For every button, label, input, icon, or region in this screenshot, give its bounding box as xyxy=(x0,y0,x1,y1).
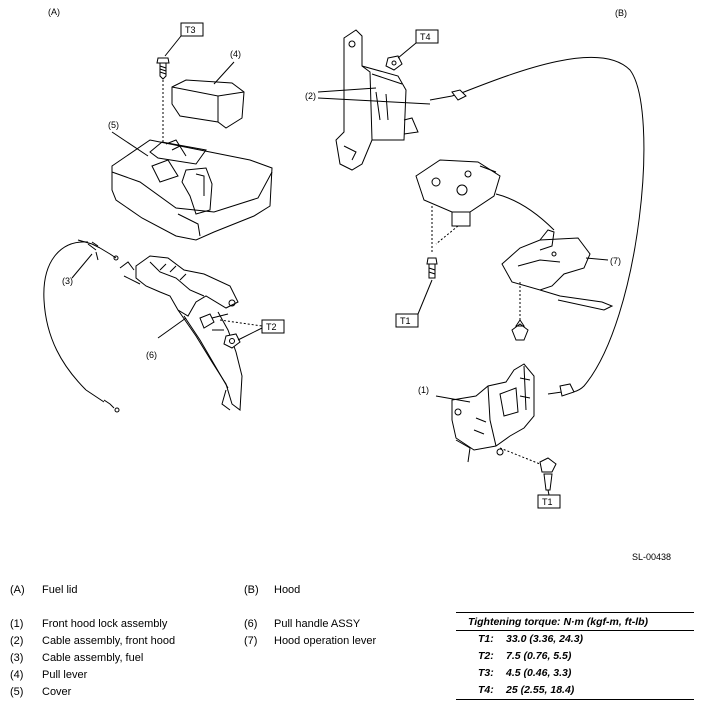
legend-item: (A) Fuel lid xyxy=(10,584,78,596)
svg-text:T1: T1 xyxy=(542,497,553,507)
exploded-parts-diagram: (A) (B) (4) (5) (3) (6) (2) (7) (1) T3 T… xyxy=(43,7,645,509)
svg-text:T1: T1 xyxy=(400,316,411,326)
screw-t3 xyxy=(156,57,170,170)
legend-right: (B) Hood (6) Pull handle ASSY (7) Hood o… xyxy=(244,582,376,650)
figure-code: SL-00438 xyxy=(632,552,672,562)
legend-item: (3) Cable assembly, fuel xyxy=(10,652,144,664)
front-hood-lock-assy xyxy=(435,363,557,501)
callout-7: (7) xyxy=(610,256,621,266)
legend-item: (5) Cover xyxy=(10,686,72,698)
torque-row: T2: 7.5 (0.76, 5.5) xyxy=(478,650,572,662)
view-b-label: (B) xyxy=(615,8,627,18)
nut-t4 xyxy=(385,55,403,71)
view-a-label: (A) xyxy=(48,7,60,17)
legend-left: (A) Fuel lid (1) Front hood lock assembl… xyxy=(10,582,175,701)
tag-t4: T4 xyxy=(397,29,439,59)
torque-table-header: Tightening torque: N·m (kgf-m, ft-lb) xyxy=(456,613,694,631)
torque-table: Tightening torque: N·m (kgf-m, ft-lb) T1… xyxy=(456,612,694,700)
legend-item: (B) Hood xyxy=(244,584,301,596)
callout-4: (4) xyxy=(230,49,241,59)
bolt-t2 xyxy=(199,313,263,349)
fuel-lid-view xyxy=(43,57,273,413)
legend-item: (1) Front hood lock assembly xyxy=(10,618,168,630)
tag-t1-lower: T1 xyxy=(537,494,561,509)
hinge-bracket xyxy=(317,29,431,171)
torque-row: T1: 33.0 (3.36, 24.3) xyxy=(478,633,584,645)
legend-item: (2) Cable assembly, front hood xyxy=(10,635,176,647)
callout-1: (1) xyxy=(418,385,429,395)
hood-operation-lever xyxy=(501,229,614,341)
svg-text:T4: T4 xyxy=(420,32,431,42)
callout-2: (2) xyxy=(305,91,316,101)
pull-lever xyxy=(171,61,245,129)
callout-3: (3) xyxy=(62,276,73,286)
svg-text:T3: T3 xyxy=(185,25,196,35)
legend-item: (6) Pull handle ASSY xyxy=(244,618,361,630)
tag-t3: T3 xyxy=(164,22,204,57)
legend-item: (4) Pull lever xyxy=(10,669,88,681)
callout-6: (6) xyxy=(146,350,157,360)
torque-row: T3: 4.5 (0.46, 3.3) xyxy=(478,667,572,679)
svg-text:T2: T2 xyxy=(266,322,277,332)
tag-t2: T2 xyxy=(261,319,285,334)
legend-item: (7) Hood operation lever xyxy=(244,635,377,647)
fuel-cable xyxy=(43,239,120,413)
hood-cable xyxy=(429,56,645,397)
callout-5: (5) xyxy=(108,120,119,130)
hood-lever-plate xyxy=(415,159,501,315)
torque-row: T4: 25 (2.55, 18.4) xyxy=(478,684,575,696)
tag-t1-upper: T1 xyxy=(395,313,419,328)
pull-handle-assy xyxy=(119,255,243,411)
hood-view xyxy=(317,29,645,501)
cover xyxy=(111,131,273,241)
